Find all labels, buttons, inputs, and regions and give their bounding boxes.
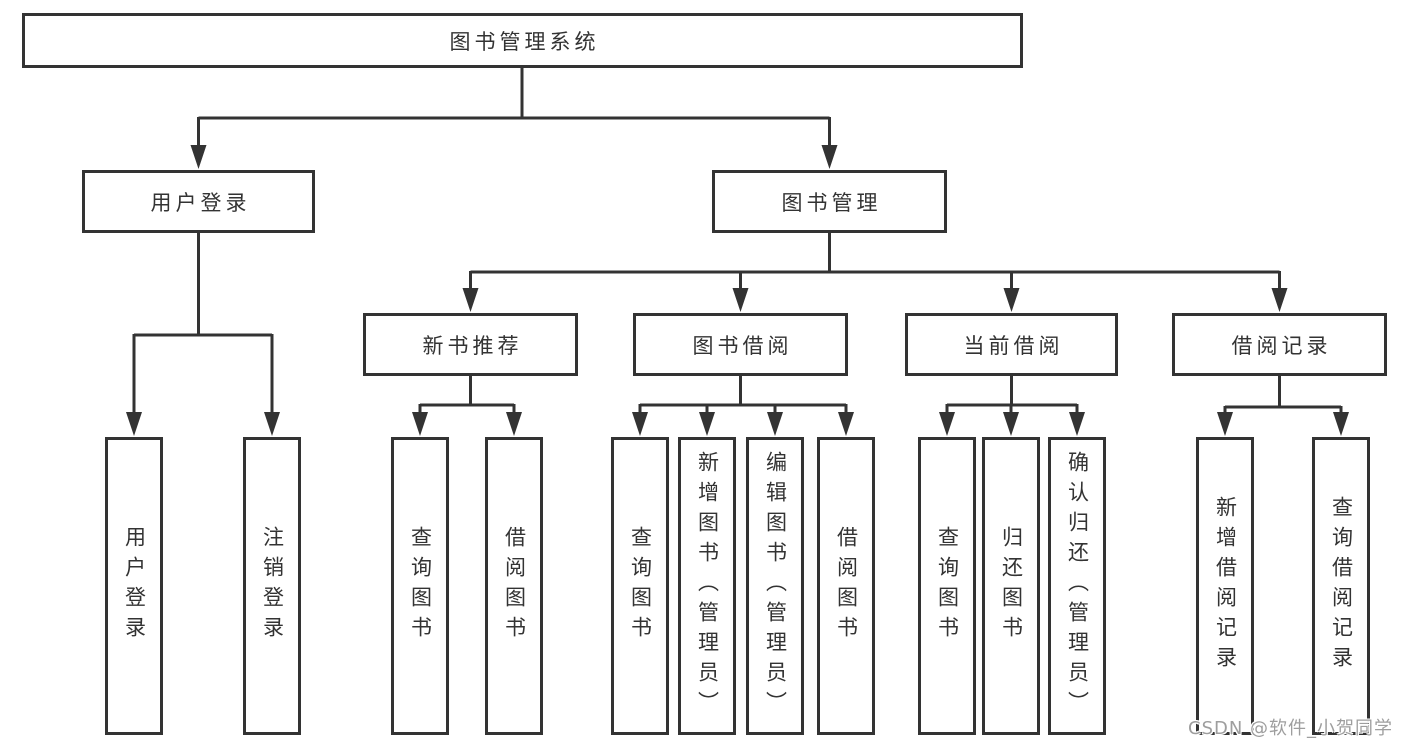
node-new-book-recommend: 新书推荐: [363, 313, 578, 376]
node-current-borrow: 当前借阅: [905, 313, 1118, 376]
node-library-management-system: 图书管理系统: [22, 13, 1023, 68]
node-user-login-branch: 用户登录: [82, 170, 315, 233]
leaf-borrow-query-books: 查询图书: [611, 437, 669, 735]
leaf-records-add-borrow-record: 新增借阅记录: [1196, 437, 1254, 735]
leaf-current-return-books: 归还图书: [982, 437, 1040, 735]
leaf-recommend-query-books: 查询图书: [391, 437, 449, 735]
leaf-user-login: 用户登录: [105, 437, 163, 735]
leaf-borrow-borrow-books: 借阅图书: [817, 437, 875, 735]
csdn-watermark: CSDN @软件_小贺同学: [1188, 718, 1394, 739]
leaf-logout: 注销登录: [243, 437, 301, 735]
node-book-borrow: 图书借阅: [633, 313, 848, 376]
leaf-current-query-books: 查询图书: [918, 437, 976, 735]
node-book-management-branch: 图书管理: [712, 170, 947, 233]
leaf-borrow-add-books-admin: 新增图书（管理员）: [678, 437, 736, 735]
leaf-records-query-borrow-record: 查询借阅记录: [1312, 437, 1370, 735]
leaf-borrow-edit-books-admin: 编辑图书（管理员）: [746, 437, 804, 735]
leaf-current-confirm-return-admin: 确认归还（管理员）: [1048, 437, 1106, 735]
node-borrow-records: 借阅记录: [1172, 313, 1387, 376]
leaf-recommend-borrow-books: 借阅图书: [485, 437, 543, 735]
